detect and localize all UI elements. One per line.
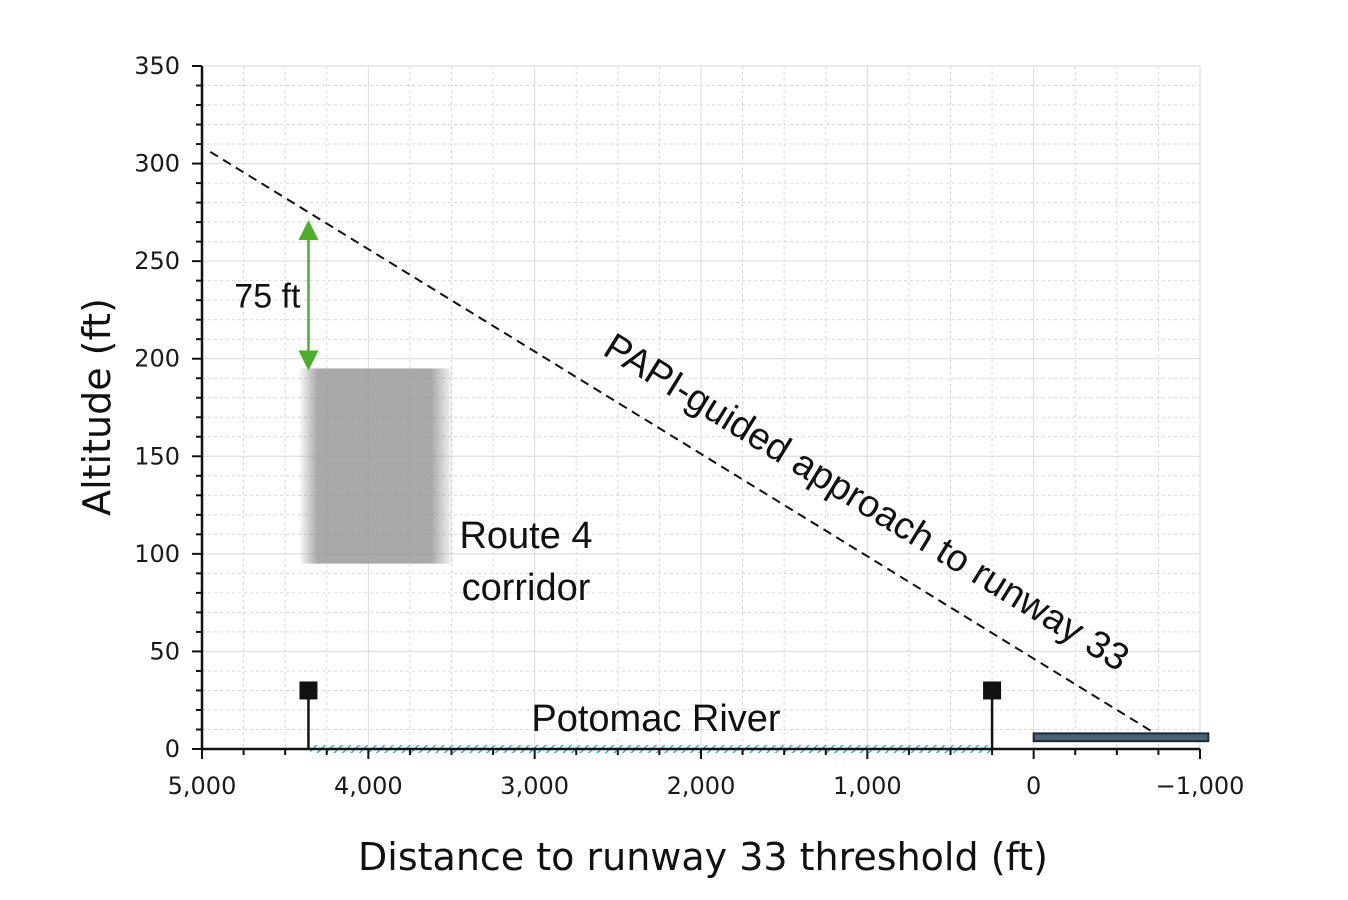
tower-markers bbox=[299, 681, 1002, 749]
x-tick-label: 4,000 bbox=[334, 772, 403, 800]
corridor-label-line2: corridor bbox=[462, 567, 591, 609]
river-label: Potomac River bbox=[531, 698, 781, 740]
clearance-label: 75 ft bbox=[234, 277, 301, 315]
y-tick-label: 100 bbox=[134, 540, 180, 568]
y-tick-label: 350 bbox=[134, 52, 180, 80]
approach-series bbox=[209, 151, 1156, 735]
corridor-label-line1: Route 4 bbox=[459, 515, 592, 557]
x-tick-label: 2,000 bbox=[667, 772, 736, 800]
axes: 5,000 4,000 3,000 2,000 1,000 0 −1,000 0 50 100 15… bbox=[134, 52, 1244, 800]
y-tick-label: 250 bbox=[134, 247, 180, 275]
y-tick-label: 150 bbox=[134, 442, 180, 470]
y-tick-label: 50 bbox=[149, 637, 180, 665]
x-tick-label: −1,000 bbox=[1156, 772, 1245, 800]
x-axis-title: Distance to runway 33 threshold (ft) bbox=[358, 835, 1048, 879]
y-tick-label: 300 bbox=[134, 150, 180, 178]
y-axis-title: Altitude (ft) bbox=[75, 298, 119, 516]
x-tick-label: 1,000 bbox=[833, 772, 902, 800]
y-tick-label: 0 bbox=[165, 735, 180, 763]
approach-path-line bbox=[209, 151, 1156, 735]
grid-lines bbox=[201, 65, 1201, 750]
approach-label: PAPI-guided approach to runway 33 bbox=[597, 326, 1137, 680]
square-marker bbox=[983, 681, 1002, 700]
x-tick-label: 0 bbox=[1026, 772, 1041, 800]
route4-corridor-region bbox=[298, 368, 455, 564]
y-tick-label: 200 bbox=[134, 345, 180, 373]
runway-region bbox=[1032, 732, 1210, 743]
square-marker bbox=[299, 681, 318, 700]
x-tick-label: 3,000 bbox=[500, 772, 569, 800]
x-tick-label: 5,000 bbox=[168, 772, 237, 800]
